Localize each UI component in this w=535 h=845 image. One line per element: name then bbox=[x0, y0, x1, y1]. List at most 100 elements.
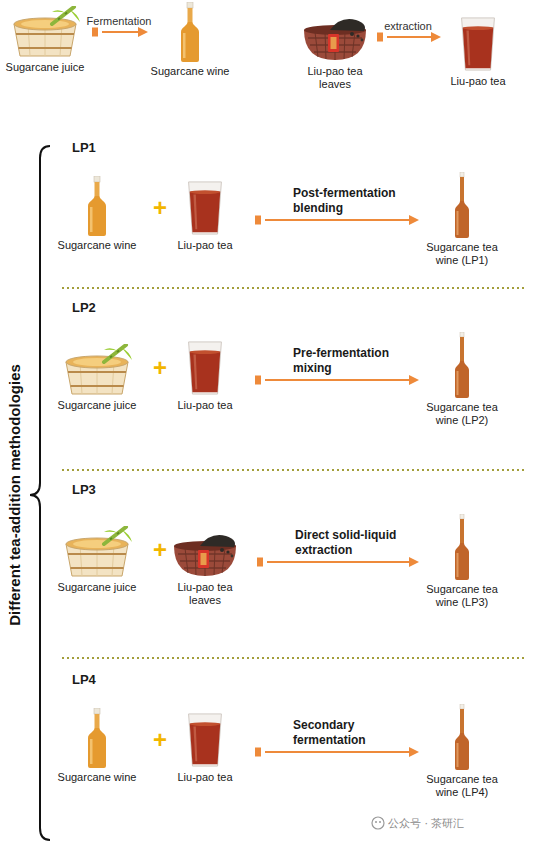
watermark-icon bbox=[375, 821, 377, 823]
tea-wine-bottle-illustration bbox=[452, 704, 472, 770]
vertical-axis-title: Different tea-addition methodologies bbox=[6, 295, 24, 695]
arrow-line bbox=[102, 31, 139, 33]
arrow-line bbox=[265, 751, 410, 753]
item-label: Liu-pao tea leaves bbox=[302, 65, 368, 91]
tea-glass-illustration bbox=[184, 180, 226, 236]
section-divider bbox=[62, 287, 526, 289]
illustration-frame bbox=[419, 700, 505, 770]
tea-basket-illustration bbox=[300, 10, 370, 62]
item-label: Sugarcane tea wine (LP4) bbox=[419, 773, 505, 799]
plus-sign: + bbox=[148, 728, 172, 752]
arrow-line bbox=[265, 219, 410, 221]
flow-arrow bbox=[255, 747, 419, 757]
sugarcane-juice-illustration bbox=[66, 345, 132, 394]
curly-bracket bbox=[30, 146, 50, 840]
illustrated-item: Sugarcane wine bbox=[52, 704, 142, 784]
plus-sign: + bbox=[148, 356, 172, 380]
section-label: LP3 bbox=[72, 482, 96, 497]
arrow-head bbox=[431, 32, 441, 42]
arrow-label: Direct solid-liquid extraction bbox=[295, 528, 425, 558]
illustration-frame bbox=[419, 168, 505, 238]
wine-bottle-illustration bbox=[181, 2, 199, 62]
item-label: Sugarcane wine bbox=[52, 239, 142, 252]
arrow-label: Post-fermentation blending bbox=[293, 186, 423, 216]
illustrated-item: Sugarcane wine bbox=[148, 0, 232, 78]
section-label: LP1 bbox=[72, 140, 96, 155]
illustrated-item: Liu-pao tea leaves bbox=[155, 514, 255, 607]
illustration-frame bbox=[419, 328, 505, 398]
illustrated-item: Sugarcane tea wine (LP1) bbox=[419, 168, 505, 267]
sugarcane-juice-illustration bbox=[8, 6, 82, 58]
flow-arrow bbox=[92, 27, 148, 37]
wine-bottle-illustration bbox=[85, 176, 109, 236]
illustration-frame bbox=[157, 172, 253, 236]
tea-glass-illustration bbox=[462, 18, 495, 70]
arrow-head bbox=[409, 375, 419, 385]
item-label: Sugarcane juice bbox=[0, 61, 90, 74]
arrow-start-mark bbox=[255, 376, 261, 385]
tea-wine-bottle-illustration bbox=[452, 172, 472, 238]
illustrated-item: Sugarcane juice bbox=[52, 514, 142, 594]
illustrated-item: Sugarcane juice bbox=[52, 332, 142, 412]
tea-wine-bottle-illustration bbox=[455, 514, 469, 580]
illustrated-item: Sugarcane tea wine (LP2) bbox=[419, 328, 505, 427]
illustration-frame bbox=[52, 332, 142, 396]
illustration-frame bbox=[52, 172, 142, 236]
item-label: Sugarcane tea wine (LP2) bbox=[419, 401, 505, 427]
flow-arrow bbox=[255, 375, 419, 385]
arrow-head bbox=[409, 215, 419, 225]
illustrated-item: Liu-pao tea bbox=[157, 172, 253, 252]
item-label: Sugarcane wine bbox=[148, 65, 232, 78]
item-label: Sugarcane tea wine (LP3) bbox=[419, 583, 505, 609]
section-divider bbox=[62, 657, 526, 659]
tea-basket-illustration bbox=[174, 535, 236, 576]
flow-arrow bbox=[257, 557, 419, 567]
item-label: Liu-pao tea bbox=[160, 771, 250, 784]
sugarcane-juice-illustration bbox=[60, 526, 134, 578]
plus-sign: + bbox=[148, 196, 172, 220]
item-label: Sugarcane tea wine (LP1) bbox=[419, 241, 505, 267]
illustration-frame bbox=[0, 2, 90, 58]
illustration-frame bbox=[155, 514, 255, 578]
illustration-frame bbox=[52, 514, 142, 578]
section-label: LP2 bbox=[72, 300, 96, 315]
arrow-label: Secondary fermentation bbox=[293, 718, 423, 748]
wine-bottle-illustration bbox=[88, 176, 106, 236]
tea-wine-bottle-illustration bbox=[452, 332, 472, 398]
tea-glass-illustration bbox=[189, 714, 222, 766]
watermark-icon bbox=[379, 821, 381, 823]
illustration-frame bbox=[157, 704, 253, 768]
item-label: Liu-pao tea leaves bbox=[172, 581, 238, 607]
illustrated-item: Sugarcane juice bbox=[0, 2, 90, 74]
arrow-start-mark bbox=[257, 558, 263, 567]
flow-arrow bbox=[255, 215, 419, 225]
tea-wine-bottle-illustration bbox=[455, 172, 469, 238]
item-label: Sugarcane wine bbox=[52, 771, 142, 784]
illustration-frame bbox=[52, 704, 142, 768]
tea-glass-illustration bbox=[457, 16, 499, 72]
tea-glass-illustration bbox=[184, 340, 226, 396]
sugarcane-juice-illustration bbox=[60, 344, 134, 396]
flow-arrow bbox=[377, 32, 441, 42]
tea-glass-illustration bbox=[189, 182, 222, 234]
arrow-head bbox=[138, 27, 148, 37]
illustrated-item: Sugarcane tea wine (LP3) bbox=[419, 510, 505, 609]
illustrated-item: Sugarcane tea wine (LP4) bbox=[419, 700, 505, 799]
tea-basket-illustration bbox=[170, 526, 240, 578]
illustrated-item: Liu-pao tea bbox=[157, 704, 253, 784]
illustration-frame bbox=[148, 0, 232, 62]
sugarcane-juice-illustration bbox=[66, 527, 132, 576]
illustrated-item: Liu-pao tea bbox=[441, 10, 515, 88]
wine-bottle-illustration bbox=[85, 708, 109, 768]
wine-bottle-illustration bbox=[88, 708, 106, 768]
arrow-start-mark bbox=[377, 33, 383, 42]
item-label: Liu-pao tea bbox=[441, 75, 515, 88]
item-label: Liu-pao tea bbox=[160, 399, 250, 412]
item-label: Sugarcane juice bbox=[52, 581, 142, 594]
watermark-icon bbox=[372, 817, 384, 829]
wine-bottle-illustration bbox=[178, 2, 202, 62]
illustration-frame bbox=[295, 6, 375, 62]
sugarcane-juice-illustration bbox=[14, 7, 80, 56]
arrow-head bbox=[409, 747, 419, 757]
